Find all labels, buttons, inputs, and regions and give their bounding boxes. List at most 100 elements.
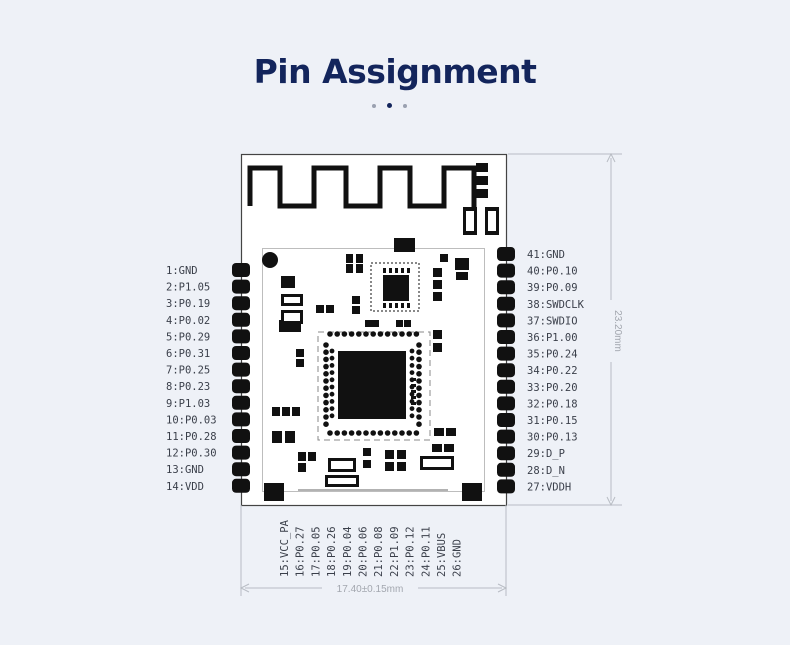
pin-pad-left	[232, 312, 250, 327]
soc-ball	[413, 430, 420, 436]
pin-label-right: 31:P0.15	[527, 415, 578, 427]
smd-component	[316, 305, 324, 313]
chip-pin	[395, 303, 398, 308]
components	[272, 254, 469, 487]
soc-ball	[416, 385, 422, 392]
pin-label-bottom: 18:P0.26	[326, 526, 338, 577]
chip-pin	[389, 268, 392, 273]
soc-ball	[323, 349, 329, 356]
pin-pad-left	[232, 395, 250, 410]
chip-pin	[389, 303, 392, 308]
smd-component	[444, 444, 454, 452]
page-dot	[372, 104, 376, 108]
soc-ball	[329, 377, 335, 383]
small-chip-body	[383, 275, 409, 301]
soc-ball	[377, 331, 384, 337]
dimension-width	[239, 505, 508, 596]
soc-ball	[416, 421, 422, 428]
pin-label-right: 38:SWDCLK	[527, 299, 585, 311]
chip-pin	[411, 378, 416, 381]
pin-pad-left	[232, 346, 250, 360]
smd-component	[298, 463, 306, 472]
smd-component	[385, 450, 394, 459]
smd-component	[363, 448, 371, 456]
soc-ball	[329, 391, 335, 397]
dimension-height	[508, 152, 622, 507]
pin-pad-left	[232, 279, 250, 294]
smd-component	[356, 264, 363, 273]
smd-component	[404, 320, 411, 327]
antenna-pad-inner	[466, 211, 474, 231]
pin-label-right: 32:P0.18	[527, 398, 578, 410]
shield-outline	[262, 248, 485, 492]
smd-component	[433, 280, 442, 289]
pin-label-left: 4:P0.02	[166, 315, 210, 327]
pin-label-bottom: 25:VBUS	[436, 533, 448, 577]
smd-component	[433, 292, 442, 301]
soc-ball	[323, 407, 329, 413]
pin-label-bottom: 16:P0.27	[295, 526, 307, 577]
smd-component	[432, 444, 442, 452]
soc-ball	[329, 370, 335, 375]
pin-label-left: 6:P0.31	[166, 348, 210, 360]
chip-pin	[401, 303, 404, 308]
smd-component	[456, 272, 468, 280]
pin-pad-right	[497, 296, 515, 311]
smd-component	[352, 296, 360, 304]
soc-ball	[416, 392, 422, 399]
pin-label-bottom: 21:P0.08	[373, 526, 385, 577]
pin-label-right: 27:VDDH	[527, 481, 571, 493]
smd-component	[434, 428, 444, 436]
pin-pad-left	[232, 462, 250, 477]
soc-ball	[416, 378, 422, 384]
chip-pin	[411, 390, 416, 393]
pin-pad-left	[232, 478, 250, 493]
soc-ball	[370, 331, 377, 337]
smd-component	[433, 268, 442, 277]
chip-pin	[407, 303, 410, 308]
soc-ball	[409, 413, 415, 419]
soc-ball	[409, 355, 415, 361]
antenna-trace	[247, 165, 477, 210]
component-gap	[284, 297, 300, 303]
pin-label-bottom: 19:P0.04	[342, 526, 354, 577]
smd-component	[346, 264, 353, 273]
soc-ball	[409, 406, 415, 411]
soc-ball	[363, 430, 369, 436]
pin-pad-right	[497, 429, 515, 444]
soc-ball	[416, 363, 422, 370]
component-gap	[331, 461, 353, 469]
smd-component	[346, 254, 353, 263]
pin-label-left: 10:P0.03	[166, 414, 217, 426]
chip-pin	[411, 384, 416, 387]
soc-ball	[356, 430, 362, 436]
soc-ball	[416, 342, 422, 348]
pin-pad-right	[497, 263, 515, 278]
soc-ball	[384, 331, 391, 337]
smd-component	[455, 258, 469, 270]
pin1-marker	[262, 252, 278, 268]
antenna-pad	[476, 176, 488, 185]
pin-pad-left	[232, 362, 250, 377]
pin-label-bottom: 20:P0.06	[358, 526, 370, 577]
soc-ball	[329, 413, 335, 419]
smd-component	[352, 306, 360, 314]
antenna-pad	[476, 163, 488, 172]
pin-label-left: 5:P0.29	[166, 331, 210, 343]
smd-component	[433, 343, 442, 352]
corner-pad	[462, 483, 482, 501]
pin-label-bottom: 26:GND	[452, 539, 464, 577]
soc-ball	[348, 331, 355, 337]
soc-ball	[323, 421, 329, 428]
pin-pad-left	[232, 263, 250, 277]
small-chip	[370, 262, 420, 312]
smd-component	[308, 452, 316, 461]
chip-pin	[383, 303, 386, 308]
main-chip-body	[338, 351, 406, 419]
chip-pin	[376, 378, 381, 381]
pin-label-left: 2:P1.05	[166, 282, 210, 294]
soc-ball	[399, 430, 405, 436]
pin-label-left: 11:P0.28	[166, 431, 217, 443]
